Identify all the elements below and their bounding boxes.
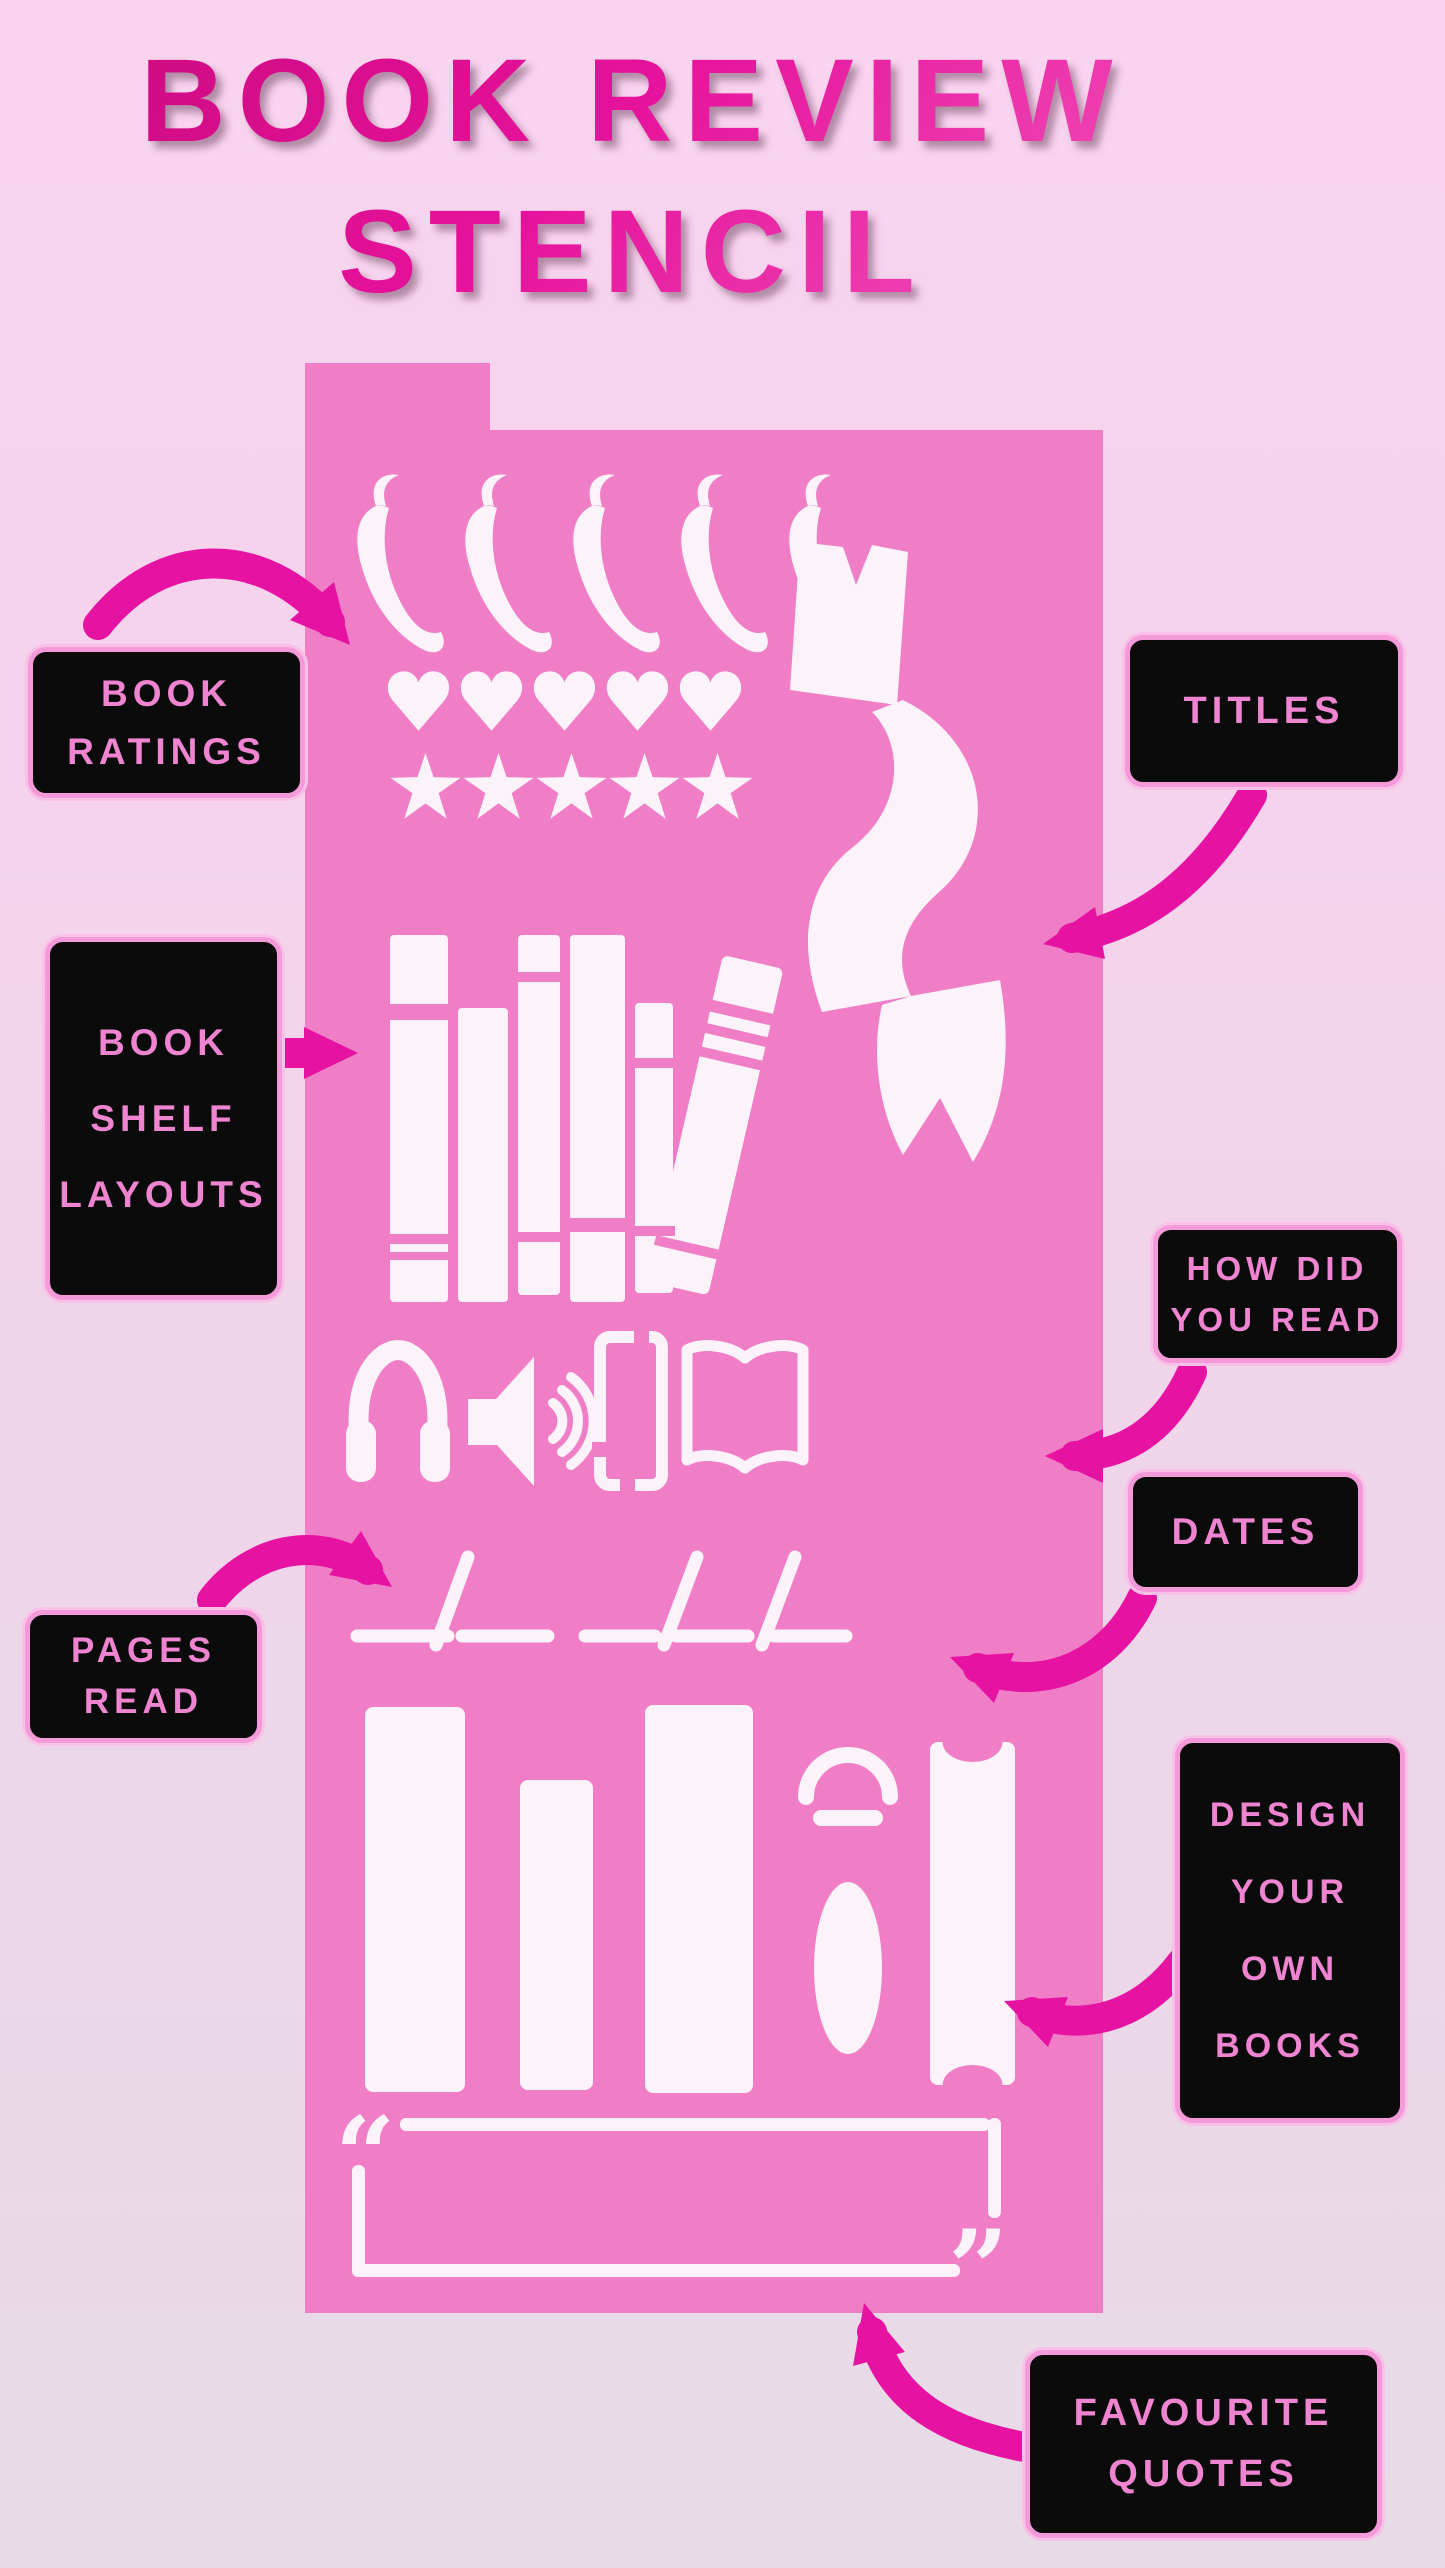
label-text: YOUR <box>1230 1872 1350 1911</box>
book-bar-short <box>520 1780 593 2090</box>
arrow-titles <box>1043 780 1267 959</box>
book-bar-tall-1 <box>365 1707 465 2092</box>
label-text: QUOTES <box>1108 2453 1299 2495</box>
label-text: FAVOURITE <box>1073 2392 1334 2434</box>
label-design-your-own-books: DESIGN YOUR OWN BOOKS <box>1175 1738 1405 2123</box>
speaker-icon <box>468 1357 599 1486</box>
quote-frame: “ ” <box>335 2093 1008 2330</box>
label-text: PAGES <box>71 1631 216 1670</box>
star-icon <box>463 753 534 819</box>
label-text: SHELF <box>90 1097 237 1139</box>
label-text: OWN <box>1240 1949 1340 1988</box>
arrow-dates <box>950 1583 1157 1703</box>
arc-shape <box>798 1747 898 1805</box>
label-text: BOOKS <box>1215 2026 1365 2065</box>
quote-open-mark: “ <box>335 2093 395 2217</box>
tablet-icon <box>592 1329 668 1493</box>
arrow-favourite-quotes <box>853 2303 1045 2463</box>
page-title: BOOK REVIEW STENCIL <box>0 26 1265 328</box>
heart-icon <box>460 671 523 731</box>
open-book-icon <box>681 1340 809 1474</box>
chili-pepper-icon <box>357 474 444 653</box>
dash-shape <box>813 1810 883 1826</box>
star-icon <box>609 753 680 819</box>
date-lines <box>578 1550 853 1652</box>
page-title-line1: BOOK REVIEW <box>140 35 1125 167</box>
label-pages-read: PAGES READ <box>25 1610 262 1743</box>
spine-bands <box>388 972 675 1260</box>
heart-icon <box>533 671 596 731</box>
label-text: TITLES <box>1183 689 1345 732</box>
label-titles: TITLES <box>1125 635 1403 787</box>
label-text: HOW DID <box>1186 1249 1369 1287</box>
label-book-shelf-layouts: BOOK SHELF LAYOUTS <box>45 937 282 1300</box>
label-text: DATES <box>1171 1511 1320 1552</box>
chili-pepper-icon <box>573 474 660 653</box>
page-title-line2: STENCIL <box>338 186 927 319</box>
title-banner-ribbon <box>790 542 1006 1162</box>
chili-pepper-row <box>357 474 876 653</box>
tilted-book <box>648 956 783 1295</box>
label-text: YOU READ <box>1170 1300 1385 1338</box>
label-favourite-quotes: FAVOURITE QUOTES <box>1025 2350 1382 2538</box>
heart-icon <box>679 671 742 731</box>
bookshelf-spines <box>388 935 783 1302</box>
oval-shape <box>814 1882 882 2054</box>
label-how-did-you-read: HOW DID YOU READ <box>1153 1225 1402 1363</box>
star-icon <box>536 753 607 819</box>
arrow-how-did-you-read <box>1045 1357 1207 1483</box>
stencil-cutouts: “ ” <box>335 474 1015 2330</box>
label-text: BOOK <box>101 672 232 714</box>
headphones-icon <box>346 1339 450 1482</box>
design-your-own-shapes <box>365 1705 1015 2105</box>
arrow-pages-read <box>197 1531 392 1615</box>
reading-format-icons <box>346 1329 809 1493</box>
fill-in-lines <box>350 1550 853 1652</box>
label-dates: DATES <box>1128 1472 1363 1592</box>
chili-pepper-icon <box>465 474 552 653</box>
pages-read-lines <box>350 1550 555 1652</box>
arrow-book-ratings <box>83 548 350 645</box>
book-cover-blank <box>930 1722 1015 2105</box>
star-row <box>390 753 753 819</box>
heart-icon <box>387 671 450 731</box>
heart-icon <box>606 671 669 731</box>
label-text: BOOK <box>98 1021 229 1063</box>
quote-close-mark: ” <box>948 2206 1008 2330</box>
book-bar-tall-2 <box>645 1705 753 2093</box>
label-text: LAYOUTS <box>59 1173 268 1215</box>
label-text: READ <box>83 1682 204 1721</box>
label-book-ratings: BOOK RATINGS <box>28 647 305 798</box>
star-icon <box>390 753 461 819</box>
chili-pepper-icon <box>681 474 768 653</box>
label-text: RATINGS <box>67 730 266 772</box>
chili-pepper-icon <box>789 474 876 653</box>
label-text: DESIGN <box>1209 1795 1371 1834</box>
star-icon <box>682 753 753 819</box>
arrow-design-your-own-books <box>1004 1947 1197 2047</box>
heart-row <box>387 671 742 731</box>
